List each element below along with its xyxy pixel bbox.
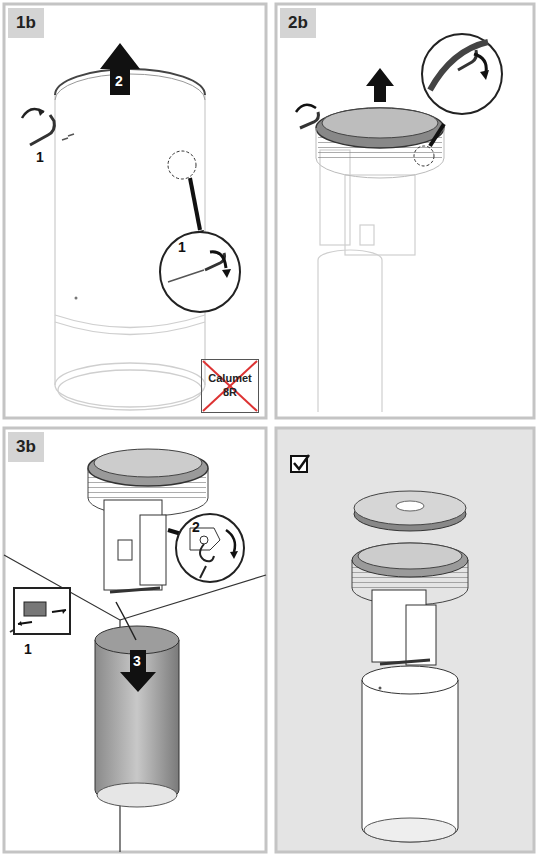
- callout-number: 1: [178, 240, 186, 254]
- callout-number: 1: [24, 642, 32, 656]
- step-tab: 2b: [280, 8, 316, 38]
- node-text: 1b: [16, 13, 36, 33]
- callout-number: 3: [133, 654, 141, 668]
- callout-number: 2: [192, 520, 200, 534]
- excluded-model-box: Calumet8R: [201, 359, 259, 413]
- node-text: 3b: [16, 437, 36, 457]
- callout-number: 1: [36, 150, 44, 164]
- node-text: 2b: [288, 13, 308, 33]
- step-tab: 3b: [8, 432, 44, 462]
- node-text: 8R: [223, 386, 237, 400]
- node-text: Calumet: [208, 372, 251, 386]
- callout-number: 2: [115, 74, 123, 88]
- step-tab: 1b: [8, 8, 44, 38]
